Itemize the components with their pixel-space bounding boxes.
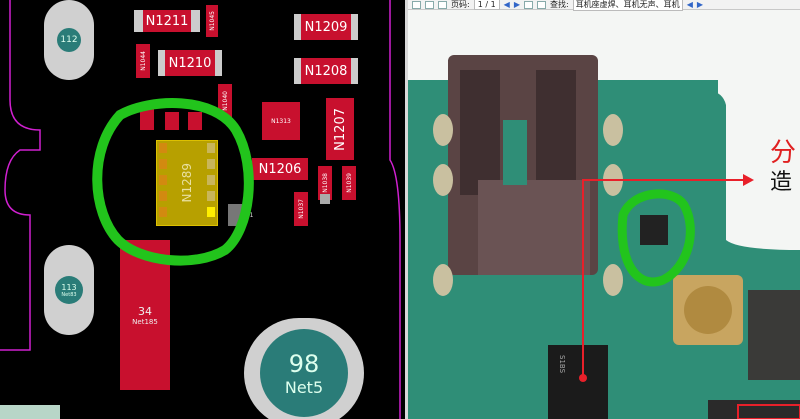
pad-112[interactable]: 112 (44, 0, 94, 80)
pad-113-net: Net83 (61, 291, 77, 298)
component-n1206[interactable]: N1206 (252, 158, 308, 180)
next-page-icon[interactable]: ▶ (513, 0, 520, 9)
panel-divider[interactable] (405, 0, 408, 419)
component-small-b[interactable] (165, 112, 179, 130)
toolbar-btn-1[interactable] (412, 0, 421, 9)
component-small-d[interactable] (320, 194, 330, 204)
board-outline (0, 0, 401, 419)
search-label: 查找: (549, 0, 569, 9)
zoom-out-icon[interactable] (536, 0, 546, 9)
board-photo (408, 10, 800, 419)
component-n1044[interactable]: N1044 (136, 44, 150, 78)
photo-viewer-panel[interactable]: 分 造 S1BS 页码: 1 / 1 ◀ ▶ 查找: 耳机座虚焊、耳机无声、耳机… (408, 0, 800, 419)
component-n1045[interactable]: N1045 (206, 5, 218, 37)
n1206-label: N1206 (258, 161, 302, 177)
toolbar-btn-2[interactable] (425, 0, 434, 9)
annotation-text-2: 造 (770, 170, 793, 195)
component-n1313[interactable]: N1313 (262, 102, 300, 140)
component-n1037[interactable]: N1037 (294, 192, 308, 226)
n1209-label: N1209 (304, 19, 348, 35)
component-small-a[interactable] (140, 108, 154, 130)
component-n1038[interactable]: N1038 (318, 166, 332, 200)
n1211-label: N1211 (145, 13, 189, 29)
pad-98-net: Net5 (284, 377, 324, 397)
pcb-layout-panel[interactable]: 112 113 Net83 98 Net5 34 Net185 N1211 N1… (0, 0, 405, 419)
component-n1210[interactable]: N1210 (158, 50, 222, 76)
search-input[interactable]: 耳机座虚焊、耳机无声、耳机 (572, 0, 683, 11)
pad-113[interactable]: 113 Net83 (44, 245, 94, 335)
pad-34-net: Net185 (132, 317, 158, 326)
pad-98-number: 98 (288, 349, 320, 378)
zoom-in-icon[interactable] (523, 0, 533, 9)
component-n1208[interactable]: N1208 (294, 58, 358, 84)
annotation-text-1: 分 (770, 138, 797, 168)
component-n1040[interactable]: N1040 (218, 84, 232, 118)
page-label: 页码: (451, 0, 470, 9)
pad-98[interactable]: 98 Net5 (244, 318, 364, 419)
component-n1211[interactable]: N1211 (134, 10, 200, 32)
n1210-label: N1210 (168, 55, 212, 71)
toolbar-btn-3[interactable] (438, 0, 447, 9)
n1289-label: N1289 (180, 163, 194, 203)
search-prev-icon[interactable]: ◀ (686, 0, 693, 9)
n1208-label: N1208 (304, 63, 348, 79)
component-n1289[interactable]: N1289 (156, 140, 218, 226)
pad-34-number: 34 (138, 304, 152, 318)
viewer-toolbar: 页码: 1 / 1 ◀ ▶ 查找: 耳机座虚焊、耳机无声、耳机 ◀ ▶ (408, 0, 800, 11)
search-next-icon[interactable]: ▶ (696, 0, 703, 9)
pad-34[interactable]: 34 Net185 (120, 240, 170, 390)
component-n1039[interactable]: N1039 (342, 166, 356, 200)
page-input[interactable]: 1 / 1 (473, 0, 500, 10)
component-n1207[interactable]: N1207 (326, 98, 354, 160)
pad-112-label: 112 (57, 28, 81, 52)
panel-edge (0, 405, 60, 419)
photo-chip-label: S1BS (558, 355, 566, 374)
prev-page-icon[interactable]: ◀ (503, 0, 510, 9)
component-n1231[interactable]: 231 (228, 204, 253, 226)
component-n1209[interactable]: N1209 (294, 14, 358, 40)
component-small-c[interactable] (188, 112, 202, 130)
pad-113-number: 113 (61, 282, 77, 292)
